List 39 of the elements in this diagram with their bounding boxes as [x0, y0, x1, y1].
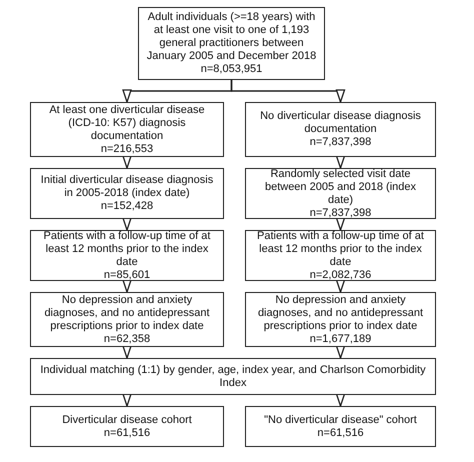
count-text: n=7,837,398	[310, 136, 372, 149]
process-box	[30, 358, 436, 395]
process-box	[245, 292, 436, 347]
count-text: n=85,601	[104, 268, 150, 282]
count-text: n=8,053,951	[200, 63, 262, 76]
count-text: n=2,082,736	[310, 268, 372, 282]
box-text: Diverticular disease cohort	[62, 414, 192, 426]
arrow	[336, 155, 346, 169]
arrow	[336, 279, 346, 293]
count-text: n=61,516	[104, 426, 150, 440]
box-text: Randomly selected visit date between 2005 and 2018 (index date)	[264, 168, 418, 206]
arrow	[122, 155, 132, 169]
arrow	[336, 393, 346, 407]
process-box	[245, 230, 436, 281]
arrow	[336, 345, 346, 359]
process-box	[30, 168, 224, 219]
process-box	[30, 102, 224, 157]
arrow	[122, 393, 132, 407]
box-text: "No diverticular disease" cohort	[264, 414, 417, 426]
box-text: Individual matching (1:1) by gender, age, index year, and Charlson Comorbidity Index	[39, 364, 427, 390]
count-text: n=62,358	[104, 332, 150, 346]
process-box	[30, 230, 224, 281]
process-box	[245, 406, 436, 447]
arrow	[336, 217, 346, 231]
box-text: Initial diverticular disease diagnosis in 2005-2018 (index date)	[40, 174, 214, 200]
arrow	[122, 279, 132, 293]
process-box	[138, 7, 325, 80]
process-box	[30, 406, 224, 447]
process-box	[30, 292, 224, 347]
arrow	[122, 217, 132, 231]
count-text: n=152,428	[100, 200, 154, 213]
count-text: n=216,553	[100, 142, 154, 156]
process-box	[245, 168, 436, 219]
arrow	[122, 345, 132, 359]
count-text: n=61,516	[317, 426, 364, 440]
arrow	[230, 80, 346, 103]
count-text: n=1,677,189	[310, 332, 372, 346]
count-text: n=7,837,398	[310, 206, 372, 220]
process-box	[245, 102, 436, 157]
